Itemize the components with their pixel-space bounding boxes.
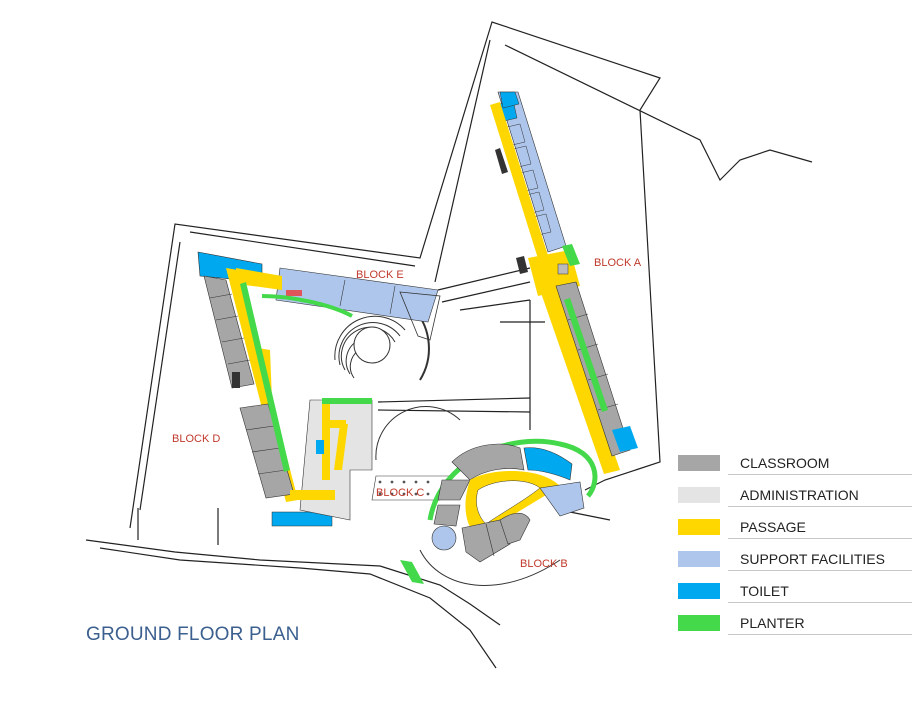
block-b-plan bbox=[400, 438, 598, 586]
block-d-label: BLOCK D bbox=[172, 433, 220, 445]
legend-row: SUPPORT FACILITIES bbox=[678, 548, 912, 580]
block-a-label: BLOCK A bbox=[594, 257, 642, 269]
site-outline bbox=[85, 21, 813, 669]
legend-row: CLASSROOM bbox=[678, 452, 912, 484]
legend: CLASSROOM ADMINISTRATION PASSAGE SUPPORT… bbox=[678, 452, 912, 644]
block-c-plan bbox=[290, 398, 451, 521]
legend-label: TOILET bbox=[740, 583, 789, 599]
legend-row: ADMINISTRATION bbox=[678, 484, 912, 516]
legend-swatch bbox=[678, 583, 720, 599]
legend-label: PLANTER bbox=[740, 615, 805, 631]
block-e-label: BLOCK E bbox=[356, 269, 404, 281]
block-e-plan bbox=[261, 267, 441, 341]
legend-row: PASSAGE bbox=[678, 516, 912, 548]
block-d-plan bbox=[197, 251, 333, 527]
legend-label: CLASSROOM bbox=[740, 455, 830, 471]
block-b-label: BLOCK B bbox=[520, 558, 568, 570]
legend-row: TOILET bbox=[678, 580, 912, 612]
legend-row: PLANTER bbox=[678, 612, 912, 644]
legend-label: PASSAGE bbox=[740, 519, 806, 535]
legend-divider bbox=[728, 570, 912, 571]
legend-swatch bbox=[678, 551, 720, 567]
legend-swatch bbox=[678, 519, 720, 535]
legend-divider bbox=[728, 506, 912, 507]
legend-divider bbox=[728, 538, 912, 539]
legend-divider bbox=[728, 602, 912, 603]
legend-swatch bbox=[678, 455, 720, 471]
legend-swatch bbox=[678, 487, 720, 503]
block-a-plan bbox=[490, 91, 638, 474]
legend-divider bbox=[728, 634, 912, 635]
legend-swatch bbox=[678, 615, 720, 631]
legend-divider bbox=[728, 474, 912, 475]
legend-label: ADMINISTRATION bbox=[740, 487, 859, 503]
block-c-label: BLOCK C bbox=[376, 487, 424, 499]
plan-title: GROUND FLOOR PLAN bbox=[86, 624, 300, 645]
legend-label: SUPPORT FACILITIES bbox=[740, 551, 885, 567]
